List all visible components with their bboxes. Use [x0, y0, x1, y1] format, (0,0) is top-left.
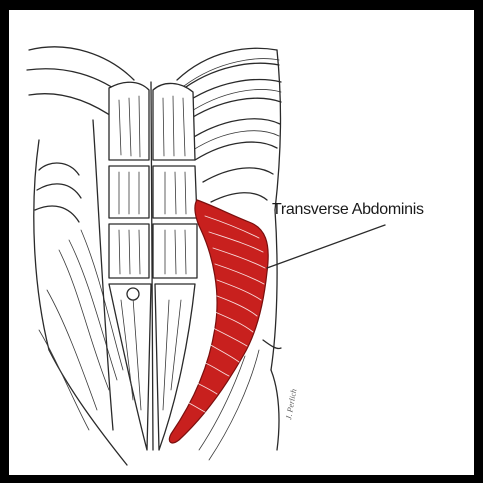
rectus-abdominis — [109, 82, 197, 450]
label-leader-line — [267, 225, 385, 268]
artist-signature: J. Perlich — [284, 388, 298, 420]
transverse-abdominis-label: Transverse Abdominis — [272, 201, 424, 219]
navel — [127, 288, 139, 300]
abdominal-anatomy-illustration: J. Perlich — [9, 10, 474, 475]
